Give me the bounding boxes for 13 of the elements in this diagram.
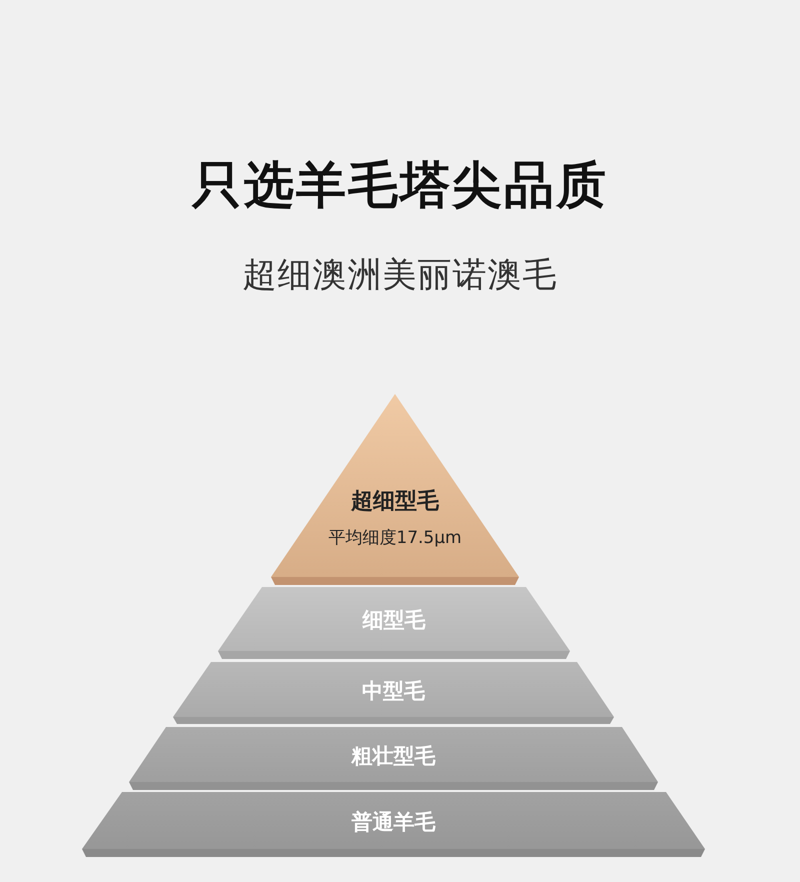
pyramid-apex bbox=[271, 394, 519, 585]
tier-label: 细型毛 bbox=[361, 607, 426, 634]
pyramid-tier bbox=[82, 792, 705, 857]
tier-label: 普通羊毛 bbox=[350, 808, 436, 836]
pyramid-tier bbox=[218, 587, 570, 659]
tier-heading: 超细型毛 bbox=[350, 488, 440, 516]
tier-label: 中型毛 bbox=[361, 678, 426, 704]
subtitle: 超细澳洲美丽诺澳毛 bbox=[242, 254, 558, 297]
tier-label: 粗壮型毛 bbox=[350, 742, 436, 770]
pyramid-tier bbox=[173, 662, 614, 724]
tier-description: 平均细度17.5μm bbox=[327, 527, 463, 549]
pyramid-tier bbox=[129, 727, 658, 790]
title: 只选羊毛塔尖品质 bbox=[190, 155, 609, 216]
